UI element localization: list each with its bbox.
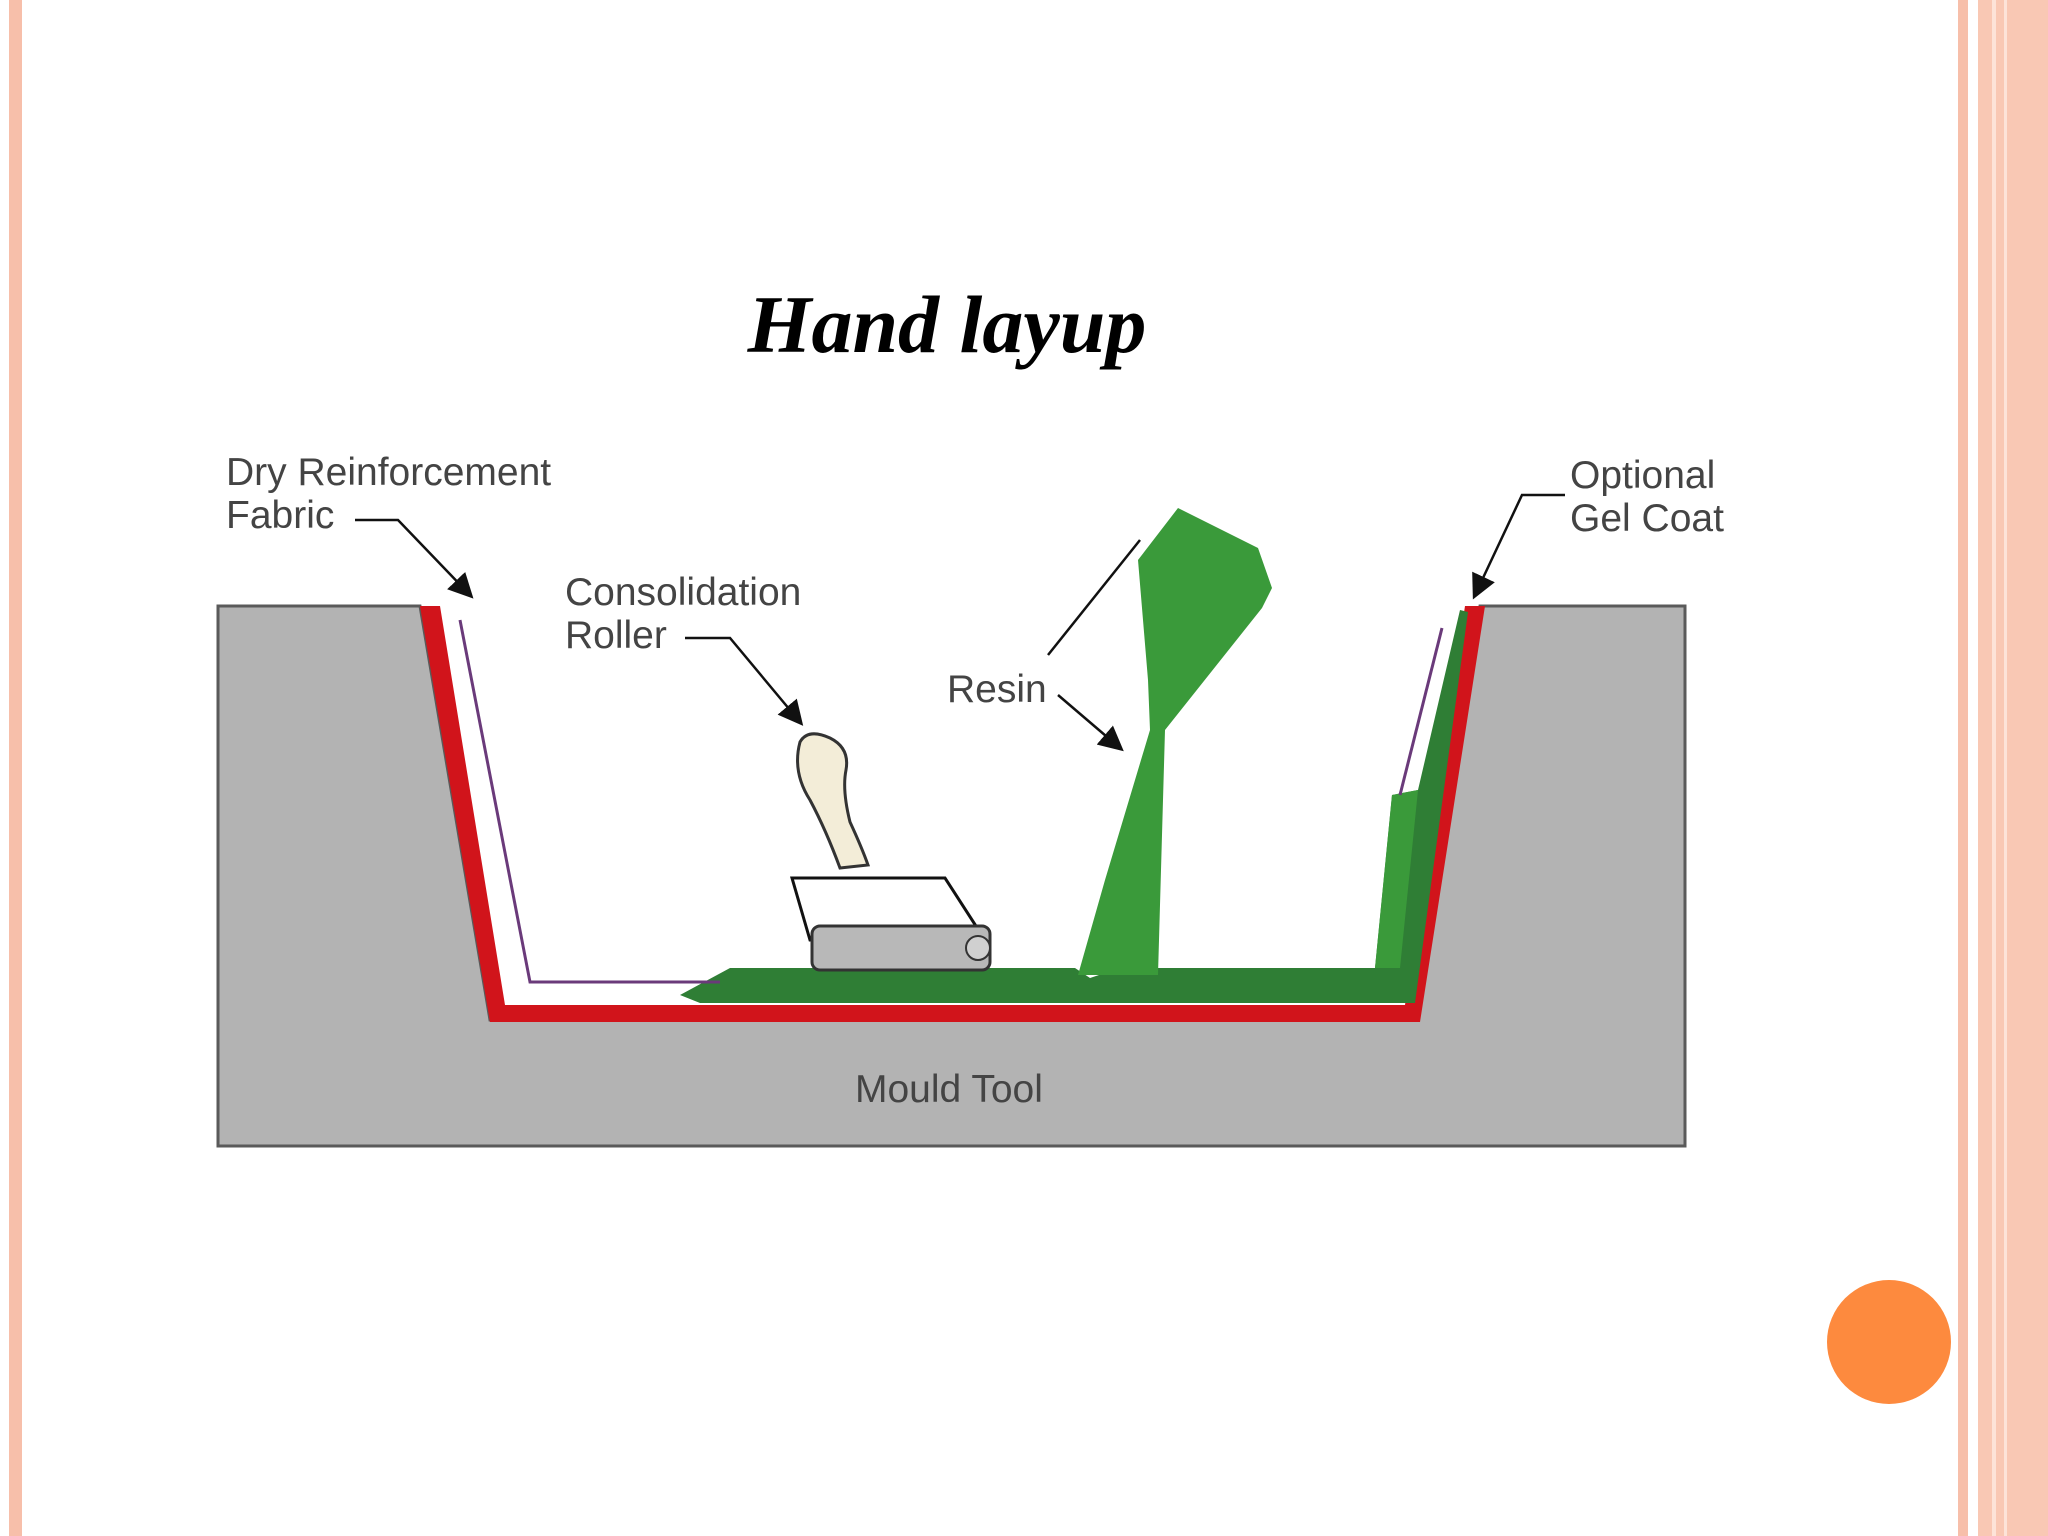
resin-pool	[680, 610, 1468, 1003]
label-resin: Resin	[947, 668, 1047, 711]
label-roller: Roller	[565, 614, 667, 657]
dry-fabric-line	[458, 619, 720, 984]
label-optional: Optional	[1570, 454, 1715, 497]
leader-dry-fabric	[355, 518, 474, 599]
slide-right-stripe	[1992, 0, 1996, 1536]
resin-stream	[1078, 508, 1272, 975]
leader-resin-upper	[1047, 539, 1141, 656]
dry-fabric-line-right	[1398, 627, 1444, 796]
label-mould-tool: Mould Tool	[855, 1068, 1043, 1111]
roller-handle	[796, 732, 871, 870]
slide-left-border	[9, 0, 22, 1536]
label-fabric: Fabric	[226, 494, 334, 537]
hand-layup-diagram: Dry Reinforcement Fabric Consolidation R…	[216, 451, 1724, 1148]
accent-circle	[1827, 1280, 1951, 1404]
slide-title: Hand layup	[747, 279, 1147, 370]
label-dry-reinforcement: Dry Reinforcement	[226, 451, 551, 494]
leader-gel-coat	[1472, 493, 1565, 600]
slide-right-band	[1978, 0, 2048, 1536]
leader-resin-lower	[1057, 694, 1124, 752]
resin-pool-highlight	[1375, 790, 1418, 968]
label-gel-coat: Gel Coat	[1570, 497, 1724, 540]
leader-roller	[685, 636, 804, 726]
slide-right-border	[1958, 0, 1968, 1536]
roller-axle	[965, 935, 991, 961]
roller-cylinder	[810, 924, 992, 972]
label-consolidation: Consolidation	[565, 571, 801, 614]
slide-right-stripe-2	[2004, 0, 2007, 1536]
